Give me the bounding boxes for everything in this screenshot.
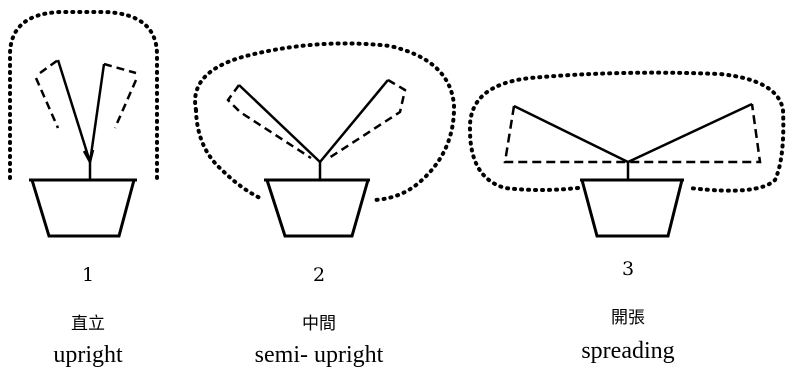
panel-1-number: 1 xyxy=(81,264,95,286)
pot-semi-upright xyxy=(264,178,370,238)
leaf-spread-dashed-semi-upright xyxy=(226,78,407,160)
panel-1-label-ja: 直立 xyxy=(71,314,105,334)
canopy-outline-semi-upright-left xyxy=(194,108,262,200)
panel-3-label-ja: 開張 xyxy=(611,308,645,328)
canopy-outline-semi-upright xyxy=(193,41,457,202)
leaves-semi-upright xyxy=(238,79,389,163)
panel-1-label-en: upright xyxy=(53,342,123,368)
panel-3-number: 3 xyxy=(621,258,635,280)
canopy-outline-spreading xyxy=(467,70,786,193)
panel-2-label-ja: 中間 xyxy=(302,314,336,334)
leaf-spread-dashed-upright xyxy=(34,58,138,129)
panel-2-number: 2 xyxy=(312,264,326,286)
leaves-upright xyxy=(56,59,106,163)
pot-upright xyxy=(29,178,137,238)
panel-3-label-en: spreading xyxy=(581,338,675,364)
panel-spreading-drawing xyxy=(467,70,786,238)
leaf-spread-dashed-spreading xyxy=(503,103,762,164)
pot-spreading xyxy=(580,178,684,238)
panel-semi-upright-drawing xyxy=(193,41,457,238)
canopy-outline-upright xyxy=(8,10,159,180)
leaves-spreading xyxy=(513,102,753,164)
panel-upright-drawing xyxy=(8,10,159,238)
panel-2-label-en: semi- upright xyxy=(254,342,384,368)
